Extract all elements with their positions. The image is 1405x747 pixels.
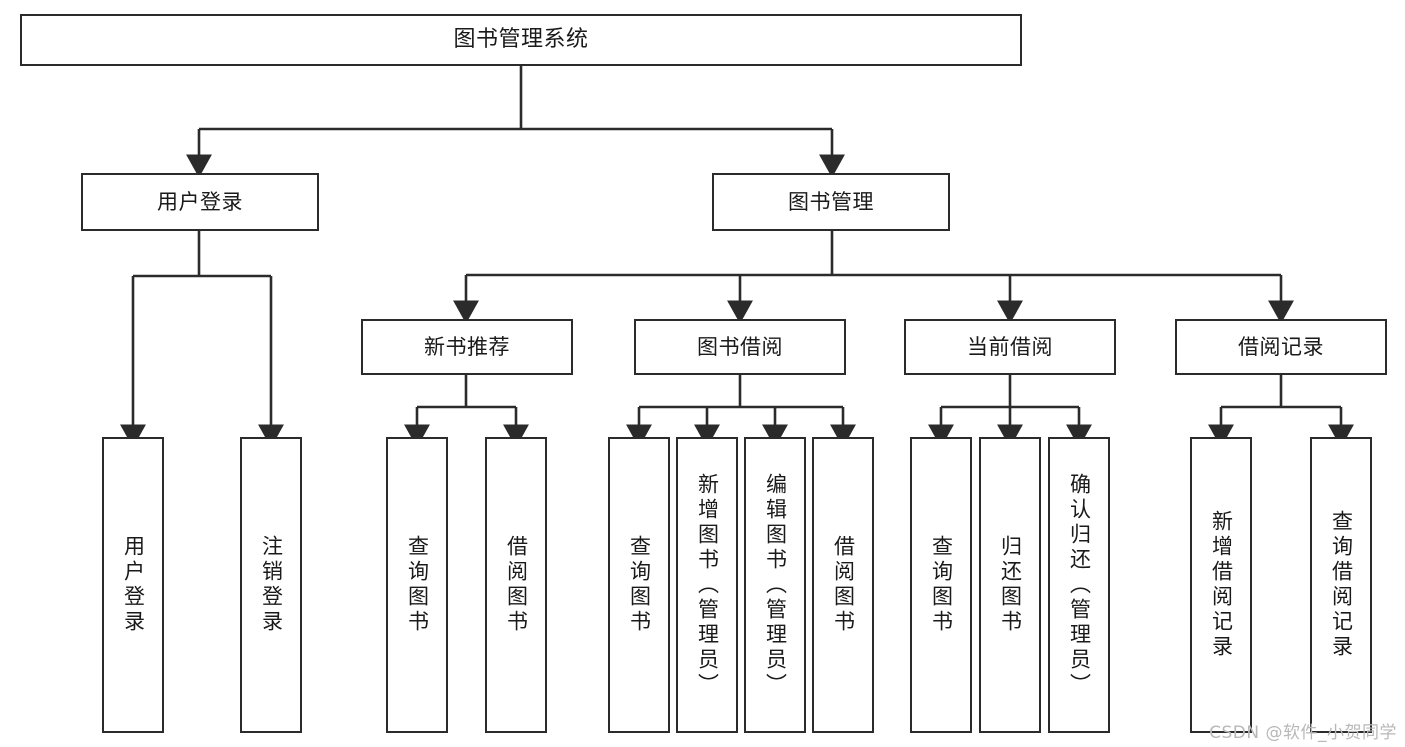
node-leaf-query-book-2-label: 查询图书 (627, 535, 652, 635)
node-leaf-user-login-label: 用户登录 (121, 535, 146, 635)
node-borrow-record[interactable]: 借阅记录 (1175, 319, 1387, 375)
node-leaf-borrow-book-1-label: 借阅图书 (504, 535, 529, 635)
node-leaf-confirm-return[interactable]: 确认归还（管理员） (1048, 437, 1110, 733)
node-leaf-user-logout-label: 注销登录 (259, 535, 284, 635)
node-leaf-return-book-label: 归还图书 (998, 535, 1023, 635)
node-leaf-borrow-book-2[interactable]: 借阅图书 (812, 437, 874, 733)
node-leaf-add-book-label: 新增图书（管理员） (695, 472, 720, 698)
node-leaf-query-record[interactable]: 查询借阅记录 (1310, 437, 1372, 733)
node-book-management[interactable]: 图书管理 (712, 173, 950, 231)
watermark: CSDN @软件_小贺同学 (1209, 723, 1397, 743)
node-leaf-add-record-label: 新增借阅记录 (1209, 510, 1234, 660)
node-leaf-query-book-1-label: 查询图书 (405, 535, 430, 635)
node-book-borrow-label: 图书借阅 (697, 334, 783, 359)
node-leaf-confirm-return-label: 确认归还（管理员） (1067, 472, 1092, 698)
node-leaf-query-book-3[interactable]: 查询图书 (910, 437, 972, 733)
node-leaf-borrow-book-2-label: 借阅图书 (831, 535, 856, 635)
node-user-login-label: 用户登录 (157, 189, 243, 214)
node-new-book-recommend[interactable]: 新书推荐 (361, 319, 573, 375)
node-leaf-edit-book[interactable]: 编辑图书（管理员） (744, 437, 806, 733)
node-leaf-add-record[interactable]: 新增借阅记录 (1190, 437, 1252, 733)
node-root[interactable]: 图书管理系统 (20, 14, 1022, 66)
node-leaf-user-login[interactable]: 用户登录 (102, 437, 164, 733)
node-leaf-query-book-3-label: 查询图书 (929, 535, 954, 635)
node-root-label: 图书管理系统 (453, 27, 589, 53)
node-leaf-query-book-1[interactable]: 查询图书 (386, 437, 448, 733)
node-leaf-query-book-2[interactable]: 查询图书 (608, 437, 670, 733)
node-current-borrow[interactable]: 当前借阅 (904, 319, 1116, 375)
node-current-borrow-label: 当前借阅 (967, 334, 1053, 359)
node-borrow-record-label: 借阅记录 (1238, 334, 1324, 359)
node-leaf-return-book[interactable]: 归还图书 (979, 437, 1041, 733)
node-leaf-add-book[interactable]: 新增图书（管理员） (676, 437, 738, 733)
node-leaf-edit-book-label: 编辑图书（管理员） (763, 472, 788, 698)
node-leaf-user-logout[interactable]: 注销登录 (240, 437, 302, 733)
node-leaf-query-record-label: 查询借阅记录 (1329, 510, 1354, 660)
node-user-login[interactable]: 用户登录 (81, 173, 319, 231)
node-book-management-label: 图书管理 (788, 189, 874, 214)
node-new-book-recommend-label: 新书推荐 (424, 334, 510, 359)
node-leaf-borrow-book-1[interactable]: 借阅图书 (485, 437, 547, 733)
node-book-borrow[interactable]: 图书借阅 (634, 319, 846, 375)
